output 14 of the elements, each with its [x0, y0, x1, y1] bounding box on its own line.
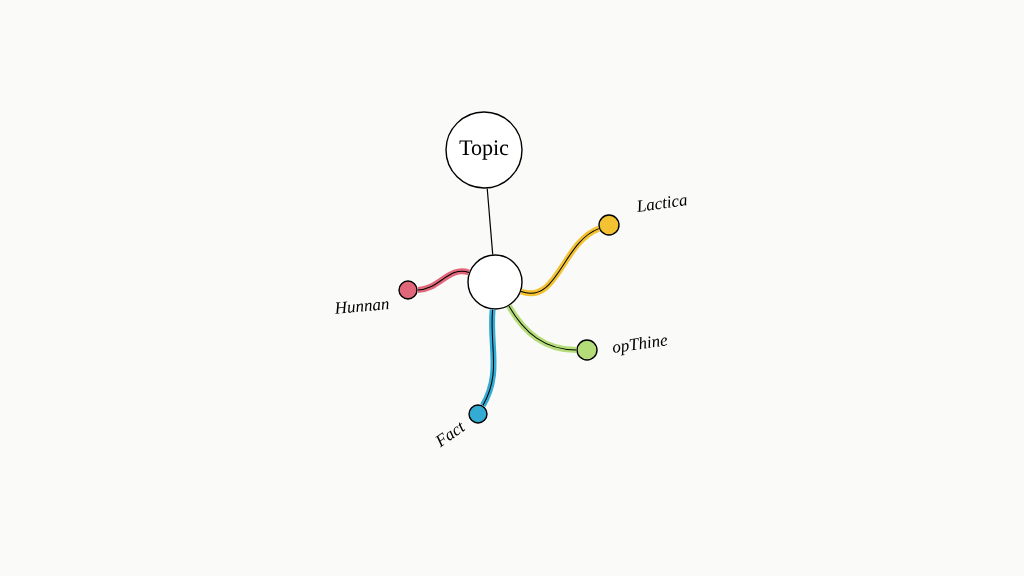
branch-line	[486, 187, 494, 255]
branch-label: Lactica	[637, 196, 687, 213]
branch-label: Fact	[435, 422, 466, 448]
hub-circle	[467, 254, 523, 310]
branch-line	[480, 309, 497, 407]
branch-line	[506, 304, 577, 353]
branch-label: Hunnan	[335, 301, 390, 314]
end-circle	[398, 280, 418, 300]
branch-line	[520, 225, 601, 297]
end-circle	[576, 339, 598, 361]
branch-line	[417, 268, 470, 293]
branch-label: opThine	[613, 336, 668, 356]
end-circle	[598, 214, 620, 236]
end-circle	[468, 404, 488, 424]
